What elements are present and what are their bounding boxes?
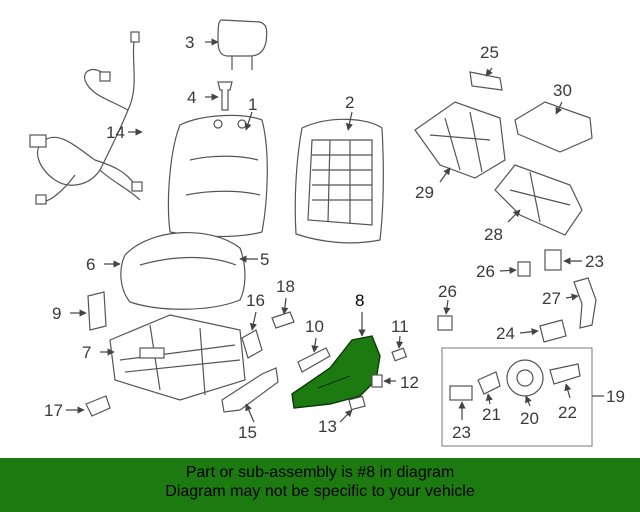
callout-14[interactable]: 14 [106, 123, 125, 142]
leader-lines [66, 38, 582, 423]
callout-19[interactable]: 19 [606, 387, 625, 406]
callout-7[interactable]: 7 [82, 343, 91, 362]
callout-2[interactable]: 2 [345, 93, 354, 112]
part-27-duct[interactable] [573, 277, 597, 329]
part-20-motor[interactable] [506, 359, 544, 397]
part-4-headrest-guide[interactable] [217, 81, 233, 111]
callout-5[interactable]: 5 [260, 250, 269, 269]
parts-diagram: 3 4 1 2 14 6 5 9 7 17 16 18 15 10 8 11 1… [29, 19, 625, 447]
part-29-bracket-assembly[interactable] [414, 101, 506, 179]
callout-27[interactable]: 27 [542, 289, 561, 308]
callout-21[interactable]: 21 [482, 405, 501, 424]
part-19-assembly-group[interactable] [441, 347, 604, 447]
part-21-fan[interactable] [477, 371, 501, 395]
part-30-panel[interactable] [514, 101, 593, 153]
callout-1[interactable]: 1 [248, 95, 257, 114]
callout-23-lower[interactable]: 23 [452, 423, 471, 442]
part-23-connector-upper[interactable] [544, 249, 562, 271]
callout-18[interactable]: 18 [276, 277, 295, 296]
part-3-headrest[interactable] [217, 19, 268, 70]
part-7-seat-frame[interactable] [109, 314, 246, 401]
part-24-pad[interactable] [539, 319, 567, 343]
part-25-pad[interactable] [469, 71, 503, 91]
part-13-knob[interactable] [348, 395, 366, 411]
callout-28[interactable]: 28 [484, 225, 503, 244]
part-18-clip[interactable] [271, 311, 295, 329]
callout-25[interactable]: 25 [480, 43, 499, 62]
callout-4[interactable]: 4 [187, 88, 196, 107]
callout-26-upper[interactable]: 26 [476, 262, 495, 281]
part-9-cover[interactable] [87, 291, 107, 331]
callout-15[interactable]: 15 [238, 423, 257, 442]
part-12-knob[interactable] [371, 374, 383, 388]
callout-17[interactable]: 17 [44, 401, 63, 420]
callout-8[interactable]: 8 [355, 291, 364, 310]
callout-9[interactable]: 9 [52, 304, 61, 323]
part-22-duct[interactable] [549, 363, 581, 385]
callout-labels: 3 4 1 2 14 6 5 9 7 17 16 18 15 10 8 11 1… [44, 33, 625, 442]
callout-13[interactable]: 13 [318, 417, 337, 436]
part-26-clip-lower[interactable] [437, 315, 453, 331]
banner-line-1: Part or sub-assembly is #8 in diagram [185, 464, 455, 481]
callout-29[interactable]: 29 [415, 183, 434, 202]
part-26-clip-upper[interactable] [517, 261, 531, 277]
callout-12[interactable]: 12 [400, 373, 419, 392]
part-2-seatback-frame[interactable] [294, 118, 384, 244]
part-8-side-shield[interactable] [291, 335, 381, 409]
part-14-wire-harness[interactable] [29, 31, 143, 205]
part-11-knob[interactable] [391, 347, 408, 362]
callout-20[interactable]: 20 [520, 409, 539, 428]
part-8-shape[interactable] [291, 335, 381, 409]
callout-30[interactable]: 30 [553, 81, 572, 100]
callout-24[interactable]: 24 [496, 324, 515, 343]
callout-22[interactable]: 22 [558, 403, 577, 422]
part-17-bracket[interactable] [85, 395, 111, 417]
callout-3[interactable]: 3 [185, 33, 194, 52]
part-16-bracket[interactable] [241, 329, 263, 359]
callout-11[interactable]: 11 [391, 317, 409, 336]
callout-16[interactable]: 16 [246, 291, 265, 310]
part-23-connector-lower[interactable] [449, 385, 473, 401]
callout-26-lower[interactable]: 26 [438, 282, 457, 301]
part-15-rail-cover[interactable] [221, 367, 279, 413]
part-1-seatback-cushion[interactable] [167, 114, 268, 238]
part-28-frame[interactable] [494, 164, 583, 236]
part-6-seat-cushion[interactable] [120, 232, 246, 310]
callout-10[interactable]: 10 [305, 317, 324, 336]
callout-23-upper[interactable]: 23 [585, 252, 604, 271]
info-banner: Part or sub-assembly is #8 in diagram Di… [0, 458, 640, 512]
banner-line-2: Diagram may not be specific to your vehi… [165, 483, 475, 500]
callout-6[interactable]: 6 [86, 255, 95, 274]
